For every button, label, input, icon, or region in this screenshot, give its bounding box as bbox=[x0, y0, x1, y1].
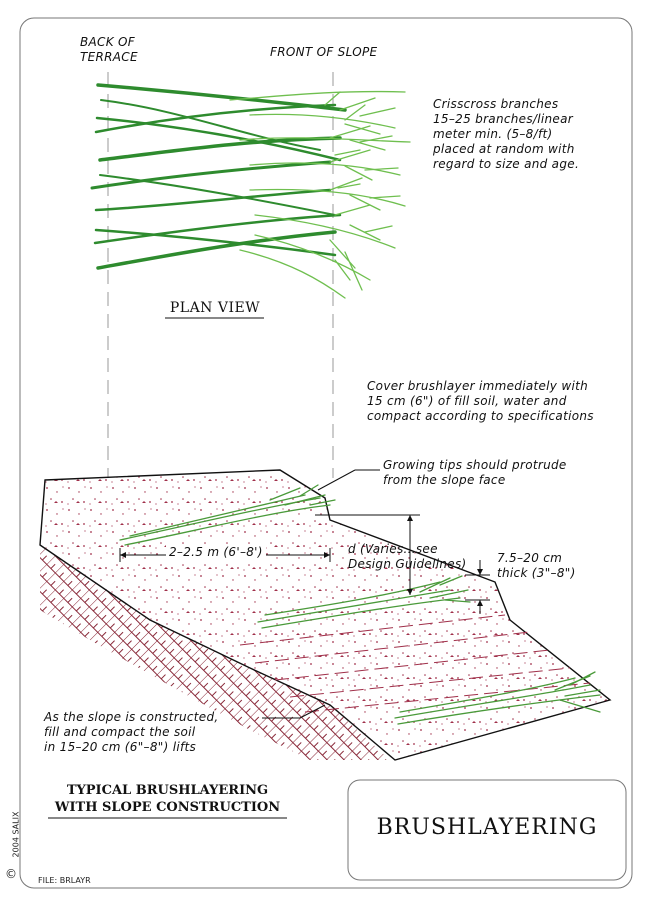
plan-view-branches bbox=[90, 83, 411, 299]
file-label: FILE: BRLAYR bbox=[38, 876, 91, 885]
slope-section bbox=[39, 469, 612, 761]
reference-lines bbox=[107, 72, 334, 478]
title-block-label: BRUSHLAYERING bbox=[376, 815, 598, 840]
section-title-line-1: TYPICAL BRUSHLAYERING bbox=[66, 783, 269, 798]
copyright-text: 2004 SALIX bbox=[11, 811, 21, 858]
length-dimension-label: 2–2.5 m (6'–8') bbox=[166, 545, 266, 560]
back-of-terrace-label: BACK OF TERRACE bbox=[80, 35, 138, 64]
front-of-slope-label: FRONT OF SLOPE bbox=[270, 45, 378, 59]
copyright-symbol: © bbox=[5, 867, 17, 881]
sheet-border bbox=[19, 17, 633, 889]
crisscross-note: Crisscross branches 15–25 branches/linea… bbox=[433, 97, 580, 171]
depth-note: d (Varies...see Design Guidelines) bbox=[348, 542, 467, 571]
plan-view-title: PLAN VIEW bbox=[169, 300, 261, 316]
cover-note: Cover brushlayer immediately with 15 cm … bbox=[367, 379, 594, 423]
lifts-note: As the slope is constructed, fill and co… bbox=[44, 710, 219, 754]
thickness-note: 7.5–20 cm thick (3"–8") bbox=[497, 551, 576, 580]
section-title-line-2: WITH SLOPE CONSTRUCTION bbox=[54, 800, 281, 815]
title-block-frame bbox=[347, 779, 627, 881]
growing-tips-note: Growing tips should protrude from the sl… bbox=[383, 458, 567, 487]
